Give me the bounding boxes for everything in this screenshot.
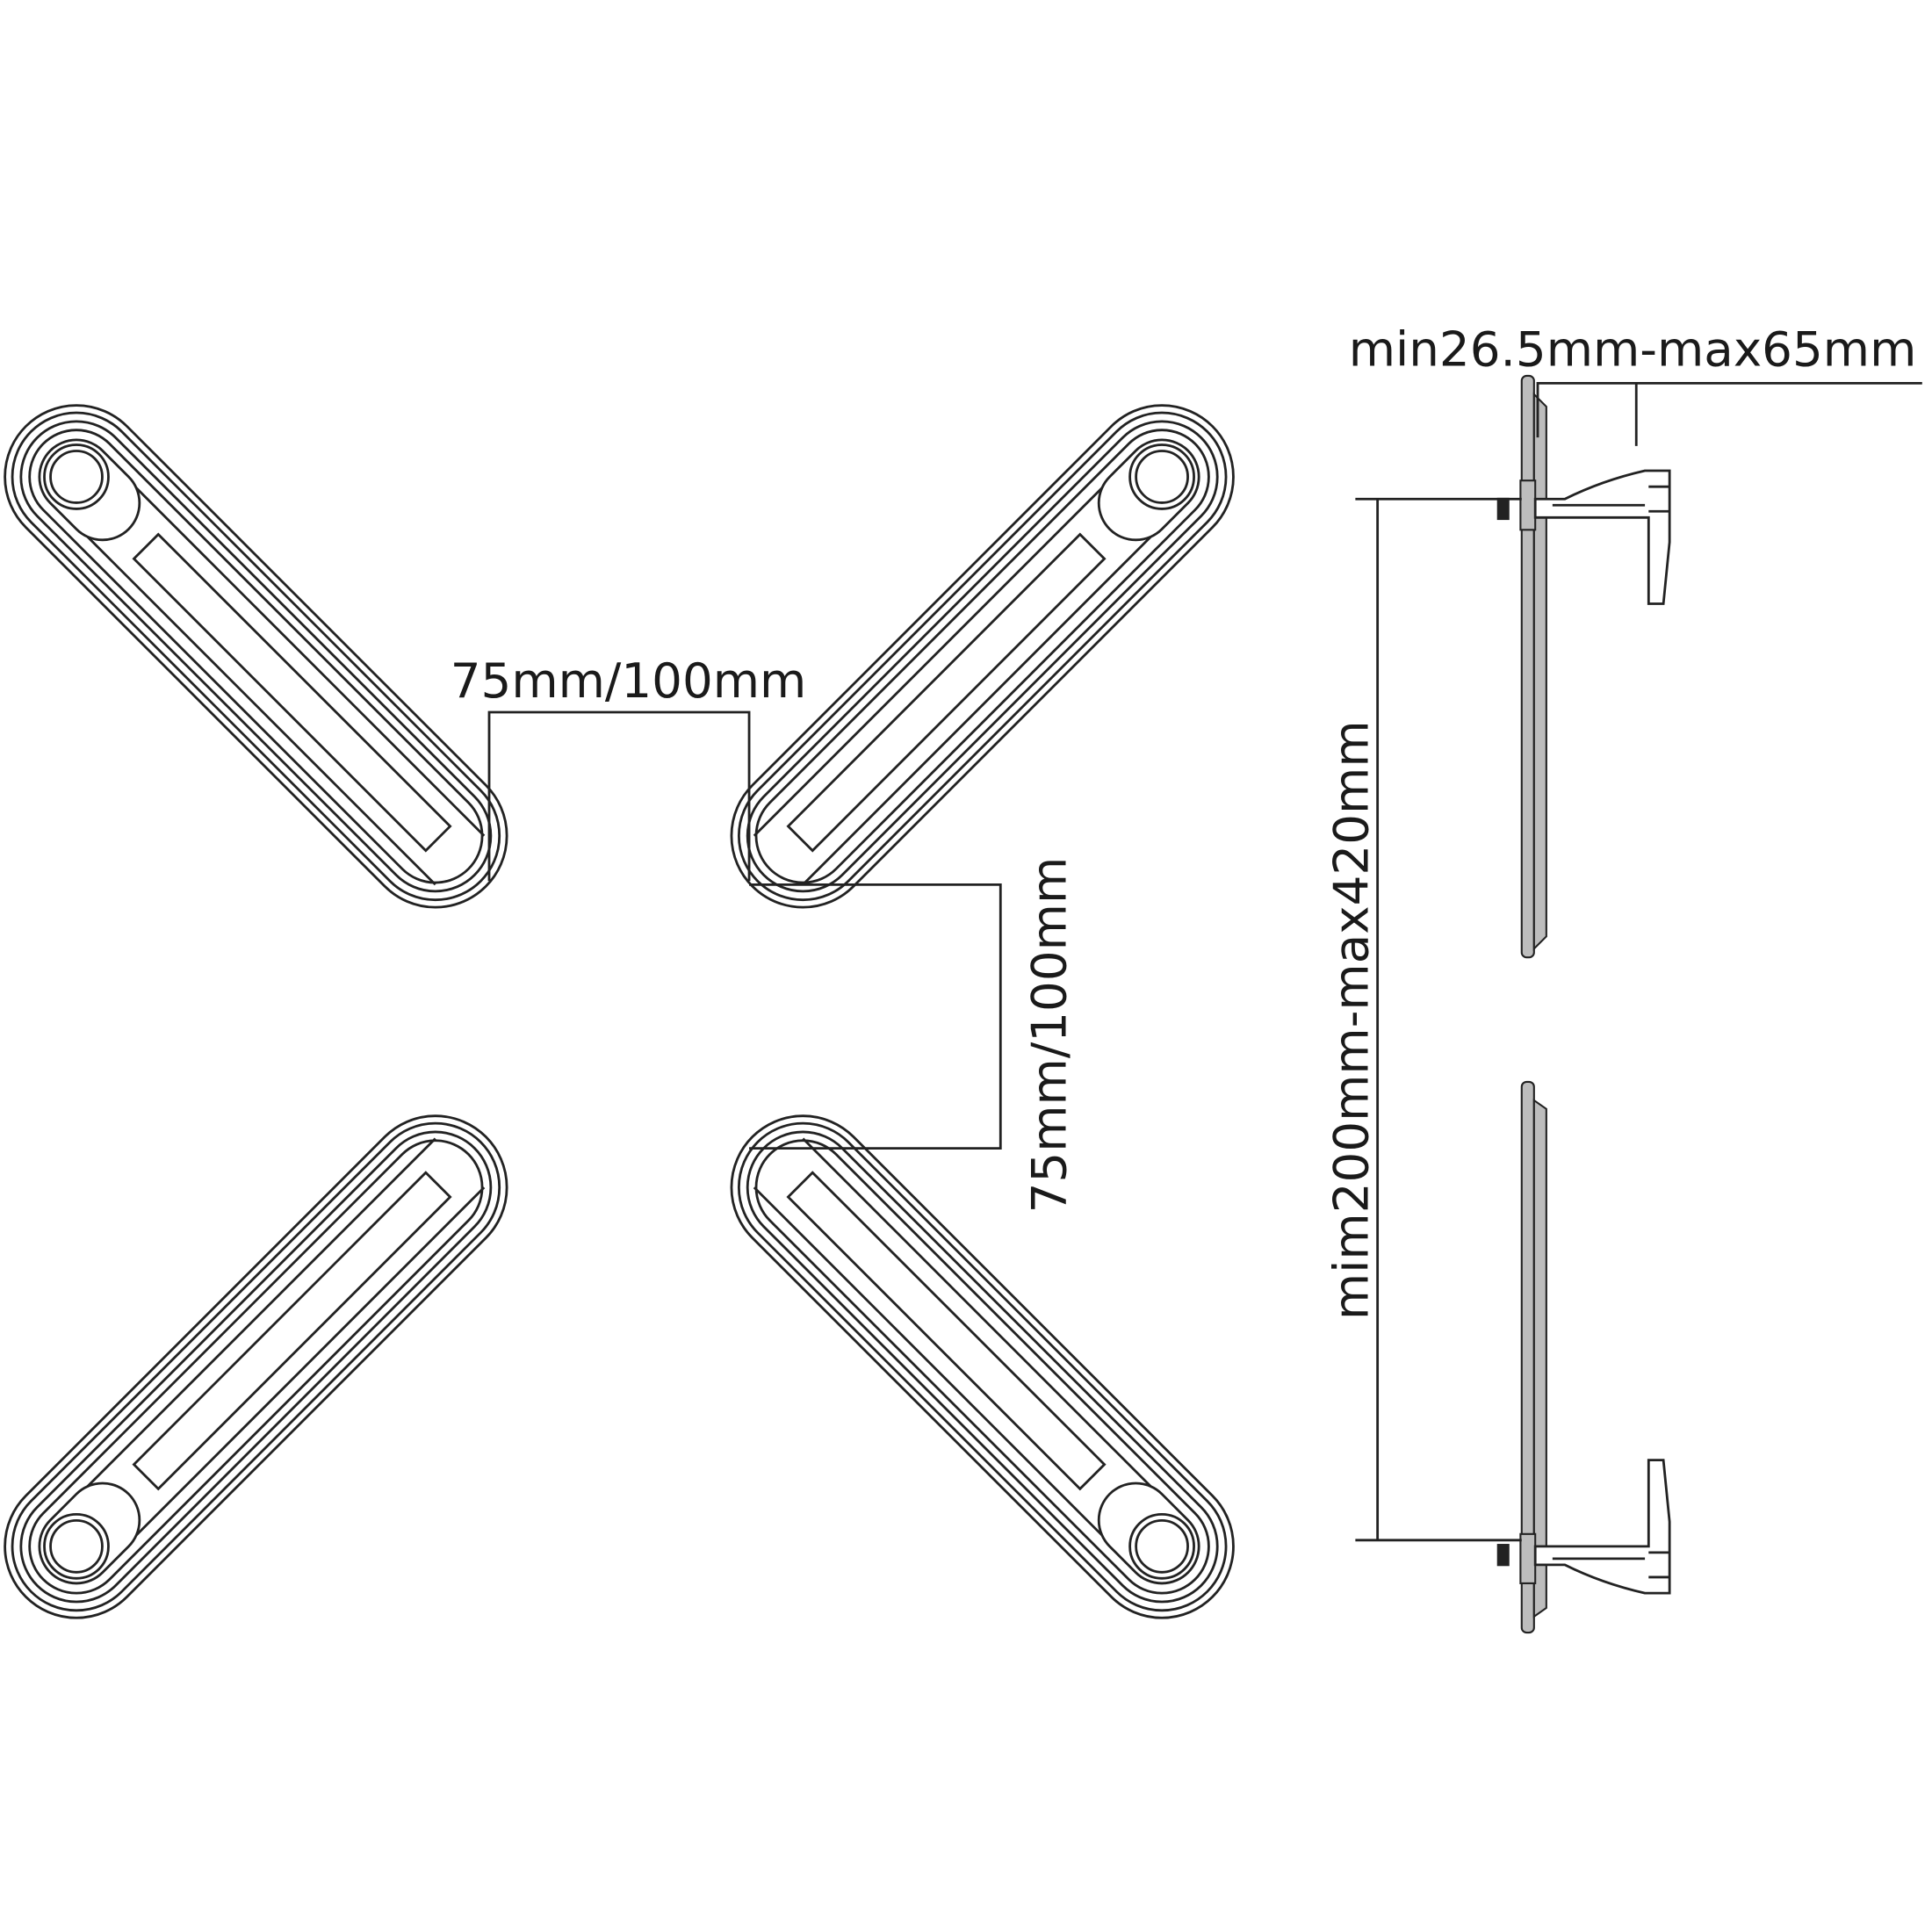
arm-bottom-right — [700, 1085, 1265, 1649]
vertical-dimension-label: 75mm/100mm — [1021, 857, 1078, 1214]
side-view-top-plate — [1496, 374, 1671, 959]
horizontal-dimension-line — [487, 710, 751, 882]
depth-dimension-label: min26.5mm-max65mm — [1349, 321, 1917, 378]
vertical-dimension-line — [749, 883, 1002, 1150]
height-dimension-label: mim200mm-max420mm — [1323, 720, 1379, 1320]
side-view-bottom-plate — [1496, 1080, 1671, 1634]
depth-dimension-line — [1536, 381, 1922, 438]
horizontal-dimension-label: 75mm/100mm — [451, 652, 807, 709]
arm-bottom-left — [0, 1085, 538, 1649]
